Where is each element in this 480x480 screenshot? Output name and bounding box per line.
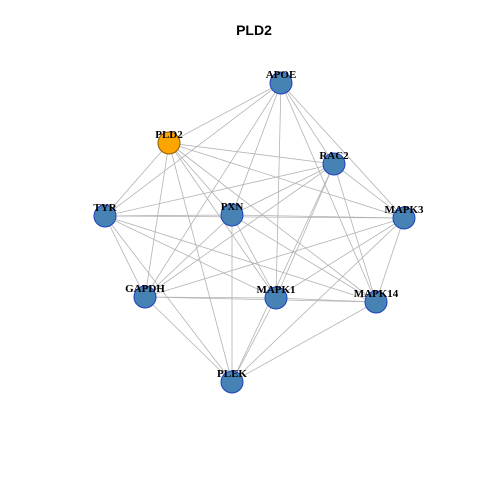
node-rac2 (322, 152, 346, 176)
edge-pld2-gapdh (144, 142, 170, 298)
node-label-gapdh: GAPDH (125, 283, 165, 295)
node-label-mapk1: MAPK1 (256, 284, 295, 296)
node-pld2 (157, 131, 181, 155)
node-mapk1 (264, 286, 288, 310)
edge-apoe-mapk1 (275, 82, 282, 299)
edge-pxn-gapdh (144, 214, 233, 298)
node-label-pld2: PLD2 (155, 129, 183, 141)
edge-pld2-pxn (168, 142, 233, 216)
edge-pxn-mapk3 (231, 214, 405, 219)
edge-pld2-mapk3 (168, 142, 405, 219)
node-label-mapk3: MAPK3 (384, 204, 424, 216)
node-label-tyr: TYR (93, 202, 117, 214)
edge-pld2-plek (168, 142, 233, 383)
edge-gapdh-mapk14 (144, 296, 377, 303)
edge-rac2-plek (231, 163, 335, 383)
edge-layer (104, 82, 405, 383)
node-tyr (93, 204, 117, 228)
edge-tyr-plek (104, 215, 233, 383)
node-label-apoe: APOE (266, 69, 297, 81)
edge-mapk14-plek (231, 301, 377, 383)
node-label-pxn: PXN (221, 201, 244, 213)
node-pxn (220, 203, 244, 227)
edge-pxn-mapk14 (231, 214, 377, 303)
edge-rac2-pxn (231, 163, 335, 216)
edge-apoe-mapk14 (280, 82, 377, 303)
edge-tyr-gapdh (104, 215, 146, 298)
edge-gapdh-plek (144, 296, 233, 383)
edge-apoe-gapdh (144, 82, 282, 298)
edge-pld2-mapk14 (168, 142, 377, 303)
node-apoe (269, 71, 293, 95)
edge-pld2-tyr (104, 142, 170, 217)
diagram-title: PLD2 (236, 22, 272, 38)
edge-apoe-pxn (231, 82, 282, 216)
node-mapk3 (392, 206, 416, 230)
node-layer (93, 71, 416, 394)
node-label-mapk14: MAPK14 (354, 288, 399, 300)
edge-mapk1-plek (231, 297, 277, 383)
edge-pxn-mapk1 (231, 214, 277, 299)
edge-tyr-mapk3 (104, 215, 405, 219)
edge-mapk3-mapk1 (275, 217, 405, 299)
edge-pld2-rac2 (168, 142, 335, 165)
edge-rac2-mapk3 (333, 163, 405, 219)
node-gapdh (133, 285, 157, 309)
edge-mapk3-gapdh (144, 217, 405, 298)
node-label-rac2: RAC2 (319, 150, 349, 162)
node-label-plek: PLEK (217, 368, 247, 380)
edge-rac2-tyr (104, 163, 335, 217)
edge-apoe-pld2 (168, 82, 282, 144)
edge-apoe-rac2 (280, 82, 335, 165)
edge-mapk3-mapk14 (375, 217, 405, 303)
edge-mapk1-mapk14 (275, 297, 377, 303)
edge-tyr-mapk1 (104, 215, 277, 299)
edge-apoe-tyr (104, 82, 282, 217)
edge-rac2-gapdh (144, 163, 335, 298)
node-plek (220, 370, 244, 394)
node-mapk14 (364, 290, 388, 314)
edge-rac2-mapk1 (275, 163, 335, 299)
edge-apoe-mapk3 (280, 82, 405, 219)
